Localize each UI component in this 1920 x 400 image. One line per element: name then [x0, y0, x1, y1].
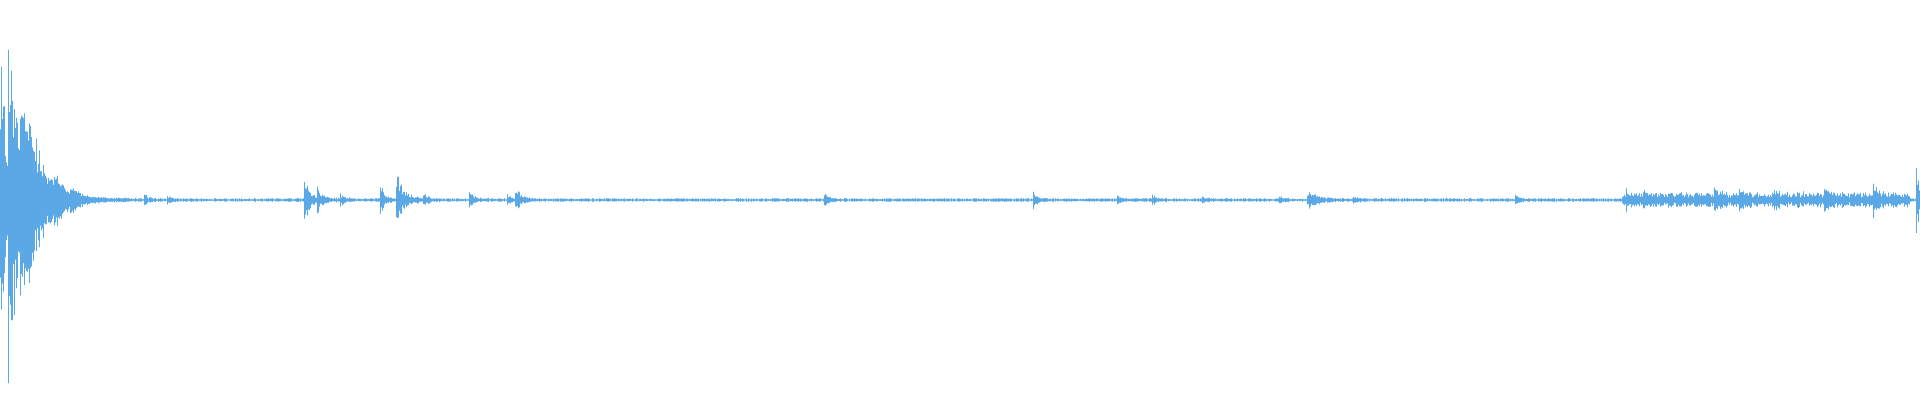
waveform-bars [0, 49, 1920, 384]
waveform-path [0, 49, 1920, 384]
